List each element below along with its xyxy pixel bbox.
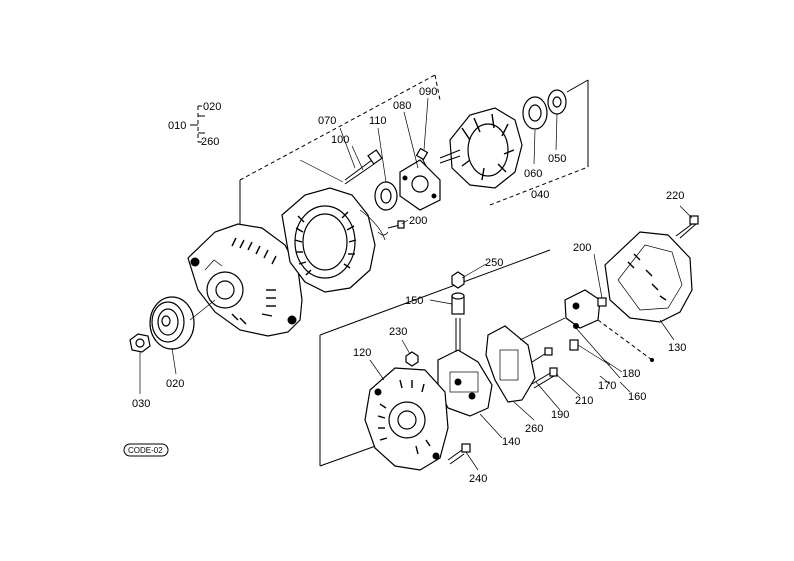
- label-020-top: 020: [203, 101, 221, 113]
- leader-lines: [139, 97, 693, 471]
- bolt-220: [675, 215, 699, 239]
- front-housing: [187, 223, 303, 337]
- label-010: 010: [168, 120, 186, 132]
- screw-210: [531, 347, 553, 363]
- label-150: 150: [405, 295, 423, 307]
- terminal-150: [451, 292, 465, 315]
- rear-housing-120: [364, 367, 449, 471]
- bushing-170: [569, 339, 611, 366]
- label-130: 130: [668, 342, 686, 354]
- label-110: 110: [369, 115, 387, 127]
- label-260: 260: [525, 423, 543, 435]
- label-100: 100: [331, 134, 349, 146]
- label-140: 140: [502, 436, 520, 448]
- label-230: 230: [389, 326, 407, 338]
- screw-200-lower: [597, 297, 607, 307]
- label-020: 020: [166, 378, 184, 390]
- label-180: 180: [622, 368, 640, 380]
- label-240: 240: [469, 473, 487, 485]
- rivet-indicators: [573, 323, 621, 379]
- pulley-nut: [129, 333, 151, 353]
- bolt-240: [447, 443, 471, 465]
- rotor: [439, 107, 523, 189]
- label-250: 250: [485, 257, 503, 269]
- assembly-bracket-010: [190, 105, 205, 143]
- label-200-lower: 200: [573, 242, 591, 254]
- label-050: 050: [548, 153, 566, 165]
- label-190: 190: [551, 409, 569, 421]
- pulley: [149, 296, 216, 350]
- label-220: 220: [666, 190, 684, 202]
- bearing-110: [374, 181, 398, 211]
- regulator-260: [485, 317, 566, 403]
- label-200-upper: 200: [409, 215, 427, 227]
- nut-250: [451, 271, 465, 289]
- label-040: 040: [531, 189, 549, 201]
- code-stamp-text: CODE-02: [128, 446, 163, 455]
- bearing-060: [522, 96, 548, 130]
- screw-090: [415, 147, 429, 167]
- label-170: 170: [598, 380, 616, 392]
- nut-230: [405, 351, 419, 367]
- retainer-plate-080: [399, 159, 441, 211]
- label-080: 080: [393, 100, 411, 112]
- label-260-top: 260: [201, 136, 219, 148]
- label-090: 090: [419, 86, 437, 98]
- code-stamp: CODE-02: [123, 443, 169, 457]
- screw-190: [531, 367, 558, 389]
- terminal-180: [564, 289, 654, 362]
- label-030: 030: [132, 398, 150, 410]
- label-070: 070: [318, 115, 336, 127]
- cover-050: [547, 89, 567, 115]
- label-120: 120: [353, 347, 371, 359]
- label-210: 210: [575, 395, 593, 407]
- bolt-100: [299, 149, 383, 185]
- rear-cover-130: [604, 231, 693, 323]
- stator: [281, 187, 386, 293]
- label-060: 060: [524, 168, 542, 180]
- label-160: 160: [628, 391, 646, 403]
- part-labels: 010 020 260 070 100 110 080 090 050 060 …: [132, 86, 686, 485]
- screw-200-upper: [377, 220, 405, 236]
- rotor-group-frame: [239, 74, 589, 258]
